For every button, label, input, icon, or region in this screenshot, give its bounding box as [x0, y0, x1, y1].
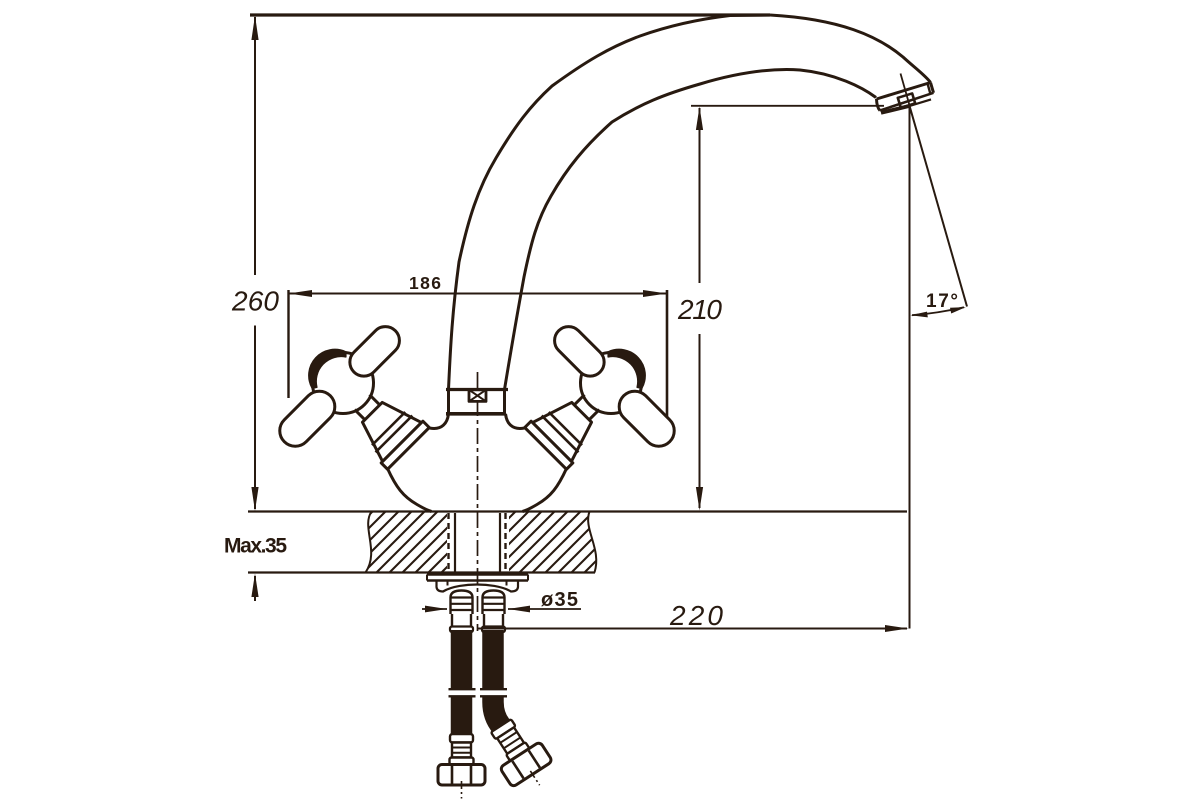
svg-text:Max.35: Max.35 — [224, 535, 287, 558]
svg-text:ø35: ø35 — [541, 589, 578, 611]
svg-text:186: 186 — [409, 273, 441, 293]
svg-text:220: 220 — [669, 600, 723, 631]
svg-text:210: 210 — [677, 294, 722, 325]
svg-text:17°: 17° — [926, 291, 958, 312]
svg-text:260: 260 — [231, 286, 279, 317]
